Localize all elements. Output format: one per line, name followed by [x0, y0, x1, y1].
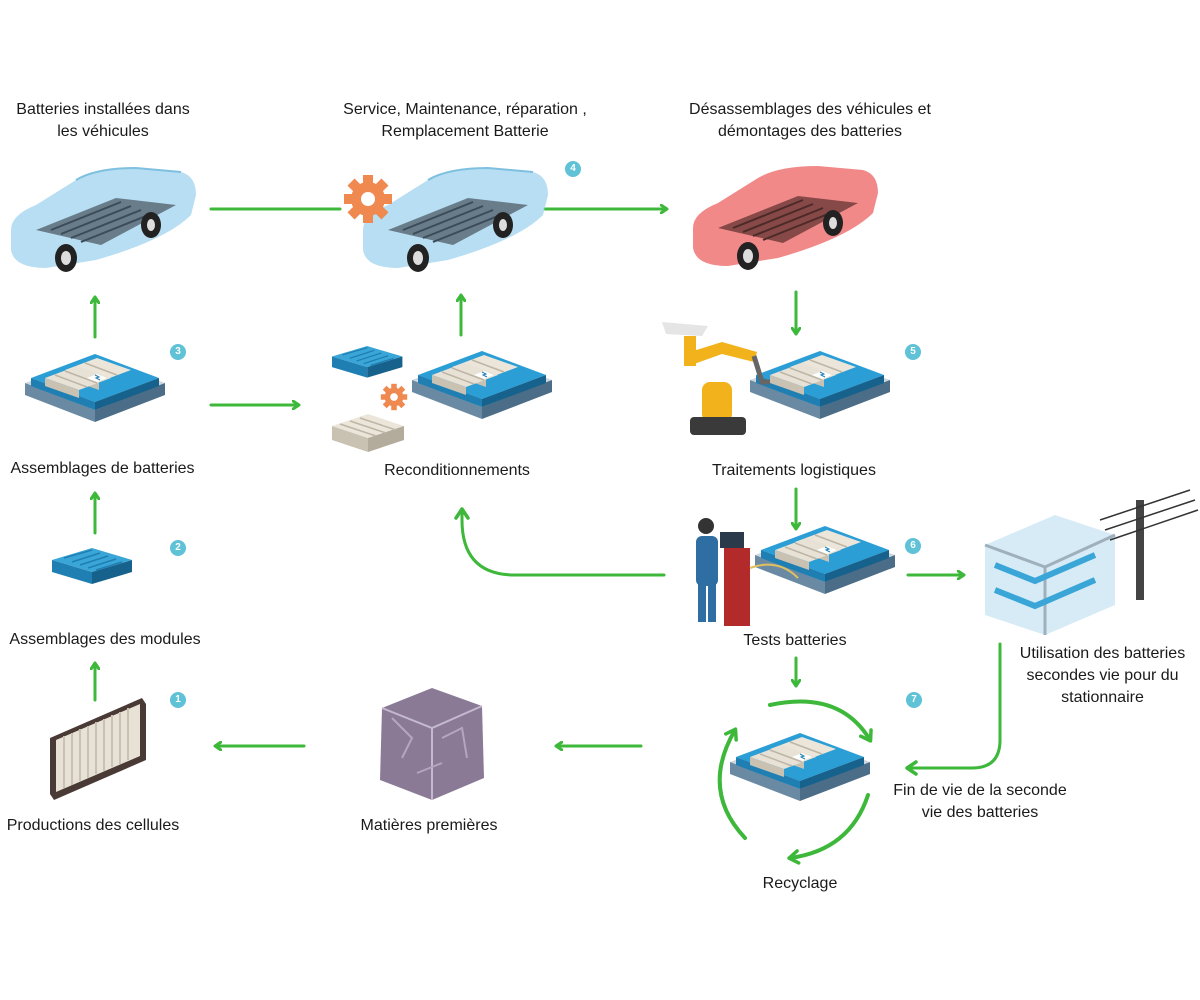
step-badge-7: 7	[906, 692, 922, 708]
step-badge-3: 3	[170, 344, 186, 360]
label-second-life-line-3: stationnaire	[1061, 689, 1144, 706]
label-second-life: Utilisation des batteries secondes vie p…	[1005, 643, 1200, 709]
recycling-loop	[717, 699, 873, 865]
small-gear-icon	[380, 383, 408, 411]
battery-pack-reconditioning-illustration	[411, 350, 553, 420]
label-second-life-line-1: Utilisation des batteries	[1019, 645, 1186, 662]
label-disassembly-line-1: Désassemblages des véhicules et	[689, 101, 931, 118]
cells-reconditioning-illustration	[332, 414, 404, 452]
label-battery-assembly: Assemblages de batteries	[10, 460, 195, 477]
car-service-illustration	[362, 167, 549, 273]
label-service-line-1: Service, Maintenance, réparation ,	[343, 101, 587, 118]
module-illustration	[51, 547, 133, 585]
label-recycling: Recyclage	[762, 875, 838, 892]
label-end-of-life: Fin de vie de la seconde vie des batteri…	[880, 780, 1080, 824]
label-end-of-life-line-1: Fin de vie de la seconde	[893, 782, 1067, 799]
power-pole-illustration	[1099, 489, 1199, 600]
step-badge-6: 6	[905, 538, 921, 554]
label-cars-installed-line-1: Batteries installées dans	[16, 101, 190, 118]
battery-pack-logistics-illustration	[749, 350, 891, 420]
label-disassembly: Désassemblages des véhicules et démontag…	[665, 99, 955, 143]
label-cell-production: Productions des cellules	[6, 817, 180, 834]
module-reconditioning-illustration	[331, 345, 404, 379]
label-logistics: Traitements logistiques	[712, 462, 876, 479]
label-module-assembly: Assemblages des modules	[9, 631, 201, 648]
gear-icon	[344, 175, 392, 223]
battery-pack-tests-illustration	[754, 525, 896, 595]
robot-arm-illustration	[662, 322, 770, 435]
label-cars-installed: Batteries installées dans les véhicules	[0, 99, 206, 143]
label-service: Service, Maintenance, réparation , Rempl…	[320, 99, 610, 143]
step-badge-2: 2	[170, 540, 186, 556]
battery-pack-recycling-illustration	[729, 732, 871, 802]
label-service-line-2: Remplacement Batterie	[381, 123, 549, 140]
car-installed-illustration	[10, 167, 197, 273]
label-reconditioning: Reconditionnements	[384, 462, 530, 479]
label-second-life-line-2: secondes vie pour du	[1026, 667, 1179, 684]
car-disassembly-illustration	[693, 166, 878, 270]
label-cars-installed-line-2: les véhicules	[57, 123, 149, 140]
label-end-of-life-line-2: vie des batteries	[921, 804, 1039, 821]
arrow-tests-to-reconditioning	[454, 507, 666, 577]
raw-materials-illustration	[380, 688, 484, 800]
step-badge-1: 1	[170, 692, 186, 708]
label-disassembly-line-2: démontages des batteries	[717, 123, 903, 140]
step-badge-4: 4	[565, 161, 581, 177]
step-badge-5: 5	[905, 344, 921, 360]
battery-pack-assembly-illustration	[24, 353, 166, 423]
arrow-second-life-to-end-of-life	[905, 642, 1002, 776]
label-tests: Tests batteries	[743, 632, 847, 649]
stationary-storage-illustration	[984, 515, 1116, 635]
label-raw-materials: Matières premières	[360, 817, 498, 834]
cell-panel-illustration	[50, 698, 146, 800]
flow-arrows	[95, 209, 1002, 776]
technician-illustration	[696, 518, 799, 626]
